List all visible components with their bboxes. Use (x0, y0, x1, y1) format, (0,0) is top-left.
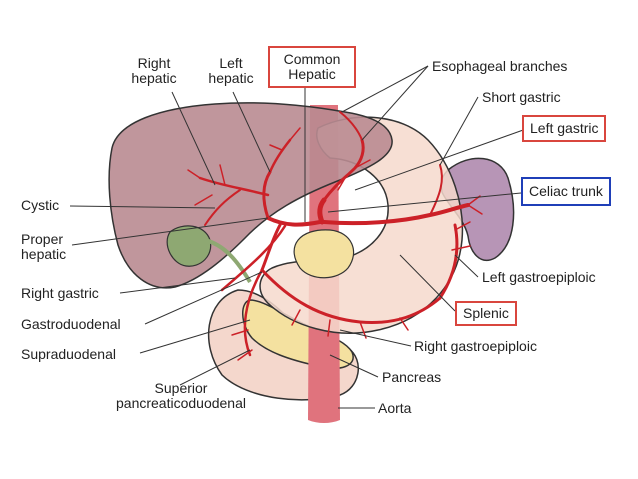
left-gastroepiploic-vessel (438, 223, 459, 300)
leader-right-gastroepiploic (339, 329, 412, 347)
leader-esophageal-1 (341, 65, 429, 113)
stomach-shape (259, 116, 464, 334)
label-right-hepatic-line1: Right (137, 55, 171, 71)
bile-duct (204, 238, 252, 284)
leader-lines (69, 65, 527, 409)
right-hepatic-vessel (198, 176, 270, 197)
label-aorta: Aorta (378, 400, 412, 416)
esophageal-branch-vessel (339, 111, 363, 141)
label-left-gastroepiploic: Left gastroepiploic (482, 269, 596, 285)
leader-esophageal-2 (361, 65, 429, 141)
leader-right-hepatic (171, 91, 216, 186)
leader-left-gastroepiploic (454, 254, 479, 278)
label-gastroduodenal: Gastroduodenal (21, 316, 121, 332)
left-hepatic-vessel (268, 138, 292, 174)
short-gastric-vessel (429, 164, 443, 216)
leader-proper-hepatic (71, 217, 269, 246)
label-right-gastroepiploic: Right gastroepiploic (414, 338, 537, 354)
gastroduodenal-vessel (260, 223, 282, 272)
label-cystic: Cystic (21, 197, 60, 213)
label-left-gastric: Left gastric (522, 115, 607, 142)
label-sup-panc-line1: Superior (154, 380, 208, 396)
label-esophageal-branches: Esophageal branches (432, 58, 568, 74)
leader-pancreas (329, 354, 379, 378)
leader-left-gastric (354, 128, 527, 191)
label-supraduodenal: Supraduodenal (21, 346, 116, 362)
label-sup-panc-line2: pancreaticoduodenal (116, 395, 246, 411)
label-pancreas: Pancreas (382, 369, 442, 385)
label-right-hepatic: Right hepatic (120, 56, 188, 86)
cystic-vessel (204, 189, 241, 226)
label-right-gastric: Right gastric (21, 285, 99, 301)
pancreas-tail (293, 229, 354, 279)
label-right-hepatic-line2: hepatic (131, 70, 177, 86)
label-left-hepatic: Left hepatic (196, 56, 266, 86)
label-common-hepatic-line2: Hepatic (288, 66, 336, 82)
leader-gastroduodenal (144, 271, 263, 325)
leader-cystic (69, 205, 216, 209)
leader-celiac (327, 192, 522, 213)
artery-network (187, 111, 483, 361)
label-common-hepatic: Common Hepatic (268, 46, 356, 88)
right-gastric-vessel (220, 224, 287, 292)
leader-short-gastric (439, 96, 479, 166)
celiac-trunk-vessel (317, 197, 327, 225)
label-common-hepatic-line1: Common (283, 51, 341, 67)
leader-sup-panc (179, 349, 251, 386)
label-proper-hepatic-line2: hepatic (21, 246, 67, 262)
leader-splenic (399, 254, 456, 312)
gallbladder-shape (166, 225, 212, 267)
label-short-gastric: Short gastric (482, 89, 561, 105)
label-splenic: Splenic (455, 301, 517, 326)
label-left-hepatic-line2: hepatic (208, 70, 254, 86)
splenic-vessel (322, 203, 470, 226)
label-left-hepatic-line1: Left (219, 55, 243, 71)
label-celiac-trunk: Celiac trunk (521, 177, 611, 206)
label-superior-pancreaticoduodenal: Superior pancreaticoduodenal (96, 381, 266, 411)
label-proper-hepatic: Proper hepatic (21, 232, 66, 262)
label-proper-hepatic-line1: Proper (21, 231, 64, 247)
superior-pancreaticoduodenal-vessel (243, 268, 264, 357)
leader-right-gastric (119, 277, 236, 294)
leader-supraduodenal (139, 319, 251, 354)
leader-left-hepatic (232, 91, 271, 173)
common-hepatic-vessel (266, 216, 322, 227)
